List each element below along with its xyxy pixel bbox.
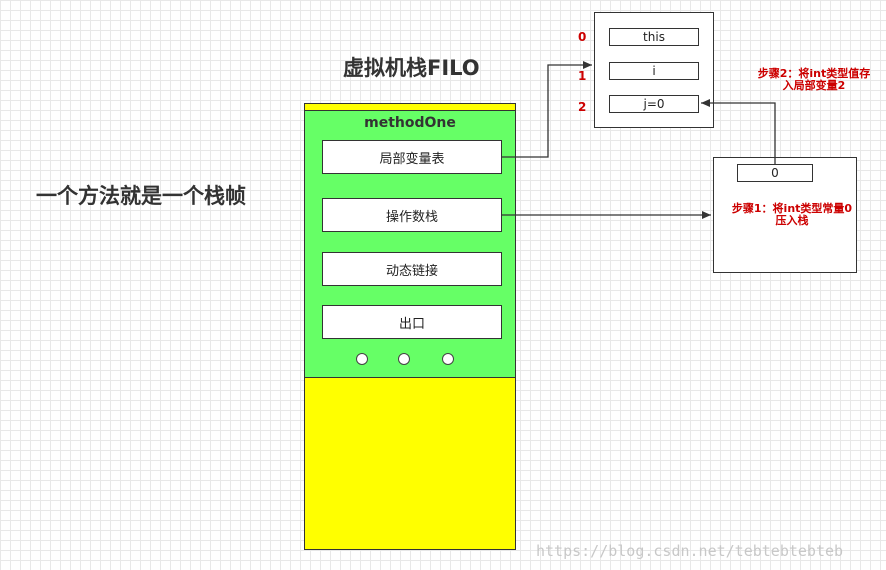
step2-line1: 步骤2：将int类型值存 bbox=[757, 67, 871, 80]
side-note: 一个方法就是一个栈帧 bbox=[36, 184, 246, 208]
local-var-cell: this bbox=[609, 28, 699, 46]
watermark: https://blog.csdn.net/tebtebtebteb bbox=[536, 542, 844, 560]
frame-name: methodOne bbox=[364, 115, 456, 131]
slot-operand-stack: 操作数栈 bbox=[322, 198, 502, 232]
step1-note: 步骤1：将int类型常量0 压入栈 bbox=[722, 203, 862, 227]
local-var-cell: j=0 bbox=[609, 95, 699, 113]
ellipsis-dot bbox=[398, 353, 410, 365]
step1-line2: 压入栈 bbox=[775, 214, 809, 227]
arrow-stack-to-local-var2 bbox=[701, 99, 776, 164]
ellipsis-dot bbox=[356, 353, 368, 365]
step1-line1: 步骤1：将int类型常量0 bbox=[731, 202, 853, 215]
operand-stack-cell: 0 bbox=[737, 164, 813, 182]
ellipsis-dot bbox=[442, 353, 454, 365]
slot-dynamic-link: 动态链接 bbox=[322, 252, 502, 286]
arrow-local-vars-to-table bbox=[502, 61, 592, 158]
diagram-title: 虚拟机栈FILO bbox=[343, 56, 480, 80]
slot-return: 出口 bbox=[322, 305, 502, 339]
local-var-index: 2 bbox=[578, 100, 587, 114]
local-var-index: 1 bbox=[578, 69, 587, 83]
step2-note: 步骤2：将int类型值存 入局部变量2 bbox=[744, 68, 884, 92]
slot-local-vars: 局部变量表 bbox=[322, 140, 502, 174]
local-var-cell: i bbox=[609, 62, 699, 80]
step2-line2: 入局部变量2 bbox=[782, 79, 846, 92]
local-var-index: 0 bbox=[578, 30, 587, 44]
